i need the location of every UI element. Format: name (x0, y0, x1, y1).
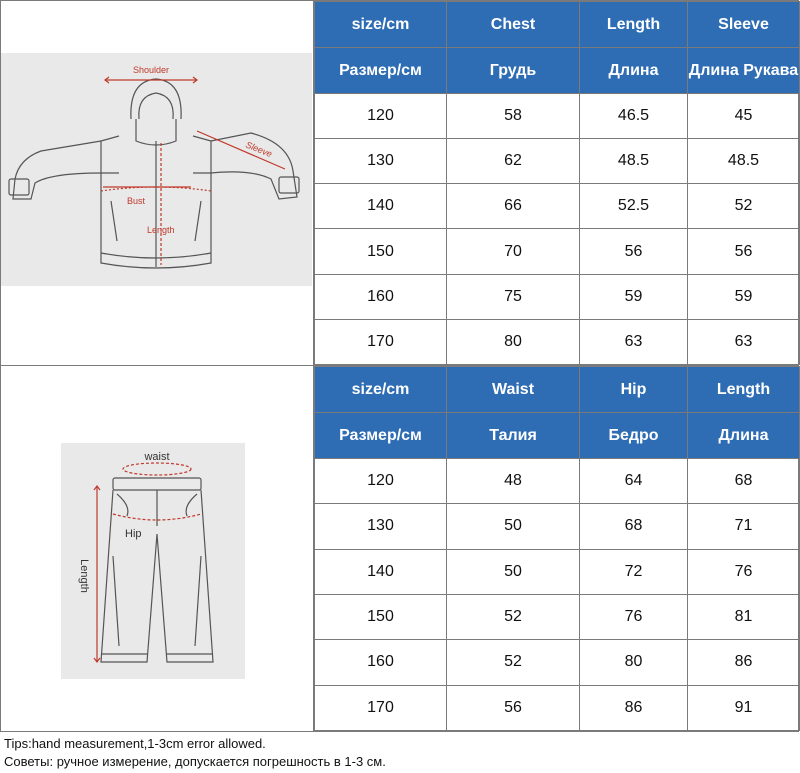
cell: 76 (687, 548, 800, 595)
cell: 91 (687, 684, 800, 732)
cell: 150 (314, 228, 447, 275)
sleeve-label: Sleeve (244, 140, 273, 160)
cell: 130 (314, 138, 447, 185)
tips-russian: Советы: ручное измерение, допускается по… (4, 754, 386, 769)
pants-diagram-cell: waist Hip Length (1, 366, 314, 731)
table-row: 130 50 68 71 (314, 503, 800, 550)
table-row: 160 75 59 59 (314, 273, 800, 320)
cell: 50 (446, 503, 580, 550)
header-size-ru: Размер/см (314, 47, 447, 94)
table-row: 160 52 80 86 (314, 639, 800, 686)
tips-english: Tips:hand measurement,1-3cm error allowe… (4, 736, 266, 751)
cell: 120 (314, 92, 447, 140)
header-length-ru: Длина (687, 412, 800, 459)
header-length: Length (579, 1, 688, 48)
cell: 140 (314, 183, 447, 230)
length-label: Length (147, 225, 175, 235)
cell: 52 (446, 639, 580, 686)
header-sleeve: Sleeve (687, 1, 800, 48)
header-length-ru: Длина (579, 47, 688, 94)
cell: 66 (446, 183, 580, 230)
cell: 48 (446, 457, 580, 505)
pants-size-section: waist Hip Length size/cm Waist Hip Lengt… (0, 365, 800, 732)
header-chest: Chest (446, 1, 580, 48)
jacket-size-section: Shoulder Sleeve Bust Length size/cm Ches… (0, 0, 800, 366)
jacket-diagram-cell: Shoulder Sleeve Bust Length (1, 1, 314, 365)
jacket-diagram: Shoulder Sleeve Bust Length (8, 65, 300, 269)
cell: 48.5 (579, 138, 688, 185)
header-sleeve-ru: Длина Рукава (687, 47, 800, 94)
table-row: 150 70 56 56 (314, 228, 800, 275)
header-hip-ru: Бедро (579, 412, 688, 459)
table-row: 130 62 48.5 48.5 (314, 138, 800, 185)
cell: 52 (446, 593, 580, 641)
header-chest-ru: Грудь (446, 47, 580, 94)
cell: 68 (687, 457, 800, 505)
cell: 58 (446, 92, 580, 140)
cell: 170 (314, 318, 447, 366)
header-waist-ru: Талия (446, 412, 580, 459)
header-hip: Hip (579, 366, 688, 413)
cell: 45 (687, 92, 800, 140)
pants-diagram-bg (61, 443, 245, 679)
table-row: 120 48 64 68 (314, 457, 800, 505)
table-row: 120 58 46.5 45 (314, 92, 800, 140)
cell: 68 (579, 503, 688, 550)
table-row: 170 56 86 91 (314, 684, 800, 732)
cell: 130 (314, 503, 447, 550)
jacket-size-table: size/cm Chest Length Sleeve Размер/см Гр… (314, 1, 800, 366)
cell: 62 (446, 138, 580, 185)
pants-diagram: waist Hip Length (78, 451, 214, 663)
cell: 50 (446, 548, 580, 595)
jacket-header-en-row: size/cm Chest Length Sleeve (314, 1, 800, 48)
cell: 72 (579, 548, 688, 595)
header-length: Length (687, 366, 800, 413)
table-row: 140 50 72 76 (314, 548, 800, 595)
cell: 80 (579, 639, 688, 686)
cell: 86 (687, 639, 800, 686)
header-size: size/cm (314, 366, 447, 413)
cell: 81 (687, 593, 800, 641)
cell: 59 (579, 273, 688, 320)
cell: 63 (579, 318, 688, 366)
cell: 52.5 (579, 183, 688, 230)
cell: 59 (687, 273, 800, 320)
cell: 140 (314, 548, 447, 595)
header-size: size/cm (314, 1, 447, 48)
header-size-ru: Размер/см (314, 412, 447, 459)
length-label: Length (78, 559, 90, 593)
header-waist: Waist (446, 366, 580, 413)
table-row: 140 66 52.5 52 (314, 183, 800, 230)
cell: 52 (687, 183, 800, 230)
table-row: 170 80 63 63 (314, 318, 800, 366)
cell: 56 (446, 684, 580, 732)
cell: 76 (579, 593, 688, 641)
cell: 80 (446, 318, 580, 366)
shoulder-label: Shoulder (133, 65, 169, 75)
cell: 56 (687, 228, 800, 275)
pants-header-ru-row: Размер/см Талия Бедро Длина (314, 412, 800, 459)
cell: 64 (579, 457, 688, 505)
hip-label: Hip (125, 528, 142, 540)
table-row: 150 52 76 81 (314, 593, 800, 641)
bust-label: Bust (127, 196, 146, 206)
cell: 46.5 (579, 92, 688, 140)
cell: 150 (314, 593, 447, 641)
cell: 71 (687, 503, 800, 550)
cell: 170 (314, 684, 447, 732)
cell: 70 (446, 228, 580, 275)
cell: 120 (314, 457, 447, 505)
cell: 75 (446, 273, 580, 320)
cell: 160 (314, 639, 447, 686)
cell: 160 (314, 273, 447, 320)
cell: 63 (687, 318, 800, 366)
jacket-header-ru-row: Размер/см Грудь Длина Длина Рукава (314, 47, 800, 94)
cell: 86 (579, 684, 688, 732)
pants-size-table: size/cm Waist Hip Length Размер/см Талия… (314, 366, 800, 732)
waist-label: waist (143, 451, 169, 463)
cell: 56 (579, 228, 688, 275)
cell: 48.5 (687, 138, 800, 185)
pants-header-en-row: size/cm Waist Hip Length (314, 366, 800, 413)
